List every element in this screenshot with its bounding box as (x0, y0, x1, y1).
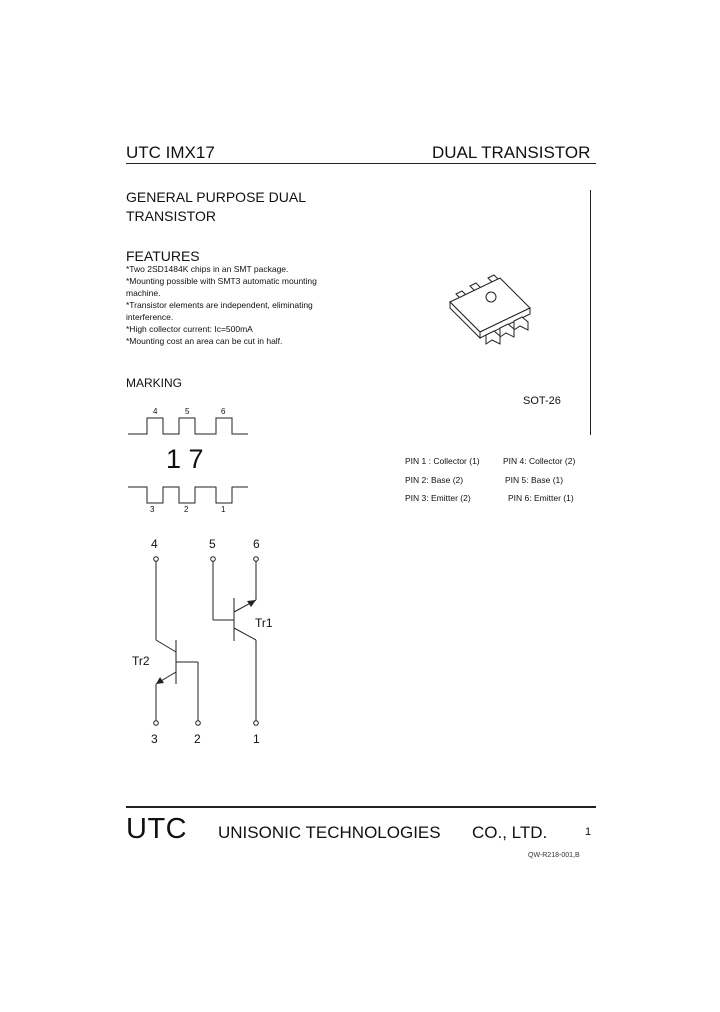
package-label: SOT-26 (523, 395, 561, 407)
pin-description: PIN 5: Base (1) (505, 475, 564, 485)
title-line-1: GENERAL PURPOSE DUAL (126, 189, 306, 205)
pin-description: PIN 6: Emitter (1) (508, 493, 574, 503)
marking-top-pin: 5 (185, 407, 190, 416)
marking-top-pin: 4 (153, 407, 158, 416)
device-category: DUAL TRANSISTOR (432, 143, 591, 162)
marking-heading: MARKING (126, 376, 183, 390)
title-line-2: TRANSISTOR (126, 208, 216, 224)
features-heading: FEATURES (126, 248, 200, 264)
footer-rule (126, 806, 596, 808)
footer-suffix: CO., LTD. (472, 823, 548, 842)
header-rule (126, 163, 596, 164)
pin-description: PIN 1 : Collector (1) (405, 456, 480, 466)
circuit-bottom-label: 2 (194, 732, 201, 746)
feature-item: *Mounting cost an area can be cut in hal… (126, 336, 283, 346)
feature-item: *Mounting possible with SMT3 automatic m… (126, 276, 317, 286)
marking-code: 1 7 (166, 444, 204, 474)
feature-item: interference. (126, 312, 174, 322)
pin-description: PIN 2: Base (2) (405, 475, 464, 485)
feature-item: *Two 2SD1484K chips in an SMT package. (126, 264, 289, 274)
circuit-bottom-label: 1 (253, 732, 260, 746)
marking-bottom-pin: 3 (150, 505, 155, 514)
circuit-top-label: 4 (151, 537, 158, 551)
section-divider (590, 190, 591, 435)
feature-item: machine. (126, 288, 161, 298)
tr1-label: Tr1 (255, 616, 273, 630)
footer-company: UNISONIC TECHNOLOGIES (218, 823, 441, 842)
marking-bottom-pin: 1 (221, 505, 226, 514)
circuit-top-label: 5 (209, 537, 216, 551)
document-code: QW-R218-001,B (528, 852, 580, 859)
pin-description: PIN 3: Emitter (2) (405, 493, 471, 503)
pin-description: PIN 4: Collector (2) (503, 456, 576, 466)
footer-brand: UTC (126, 813, 188, 845)
part-number: UTC IMX17 (126, 143, 215, 162)
marking-bottom-pin: 2 (184, 505, 189, 514)
circuit-top-label: 6 (253, 537, 260, 551)
tr2-label: Tr2 (132, 654, 150, 668)
feature-item: *Transistor elements are independent, el… (126, 300, 313, 310)
marking-top-pin: 6 (221, 407, 226, 416)
page-number: 1 (585, 826, 592, 838)
circuit-bottom-label: 3 (151, 732, 158, 746)
feature-item: *High collector current: Ic=500mA (126, 324, 253, 334)
